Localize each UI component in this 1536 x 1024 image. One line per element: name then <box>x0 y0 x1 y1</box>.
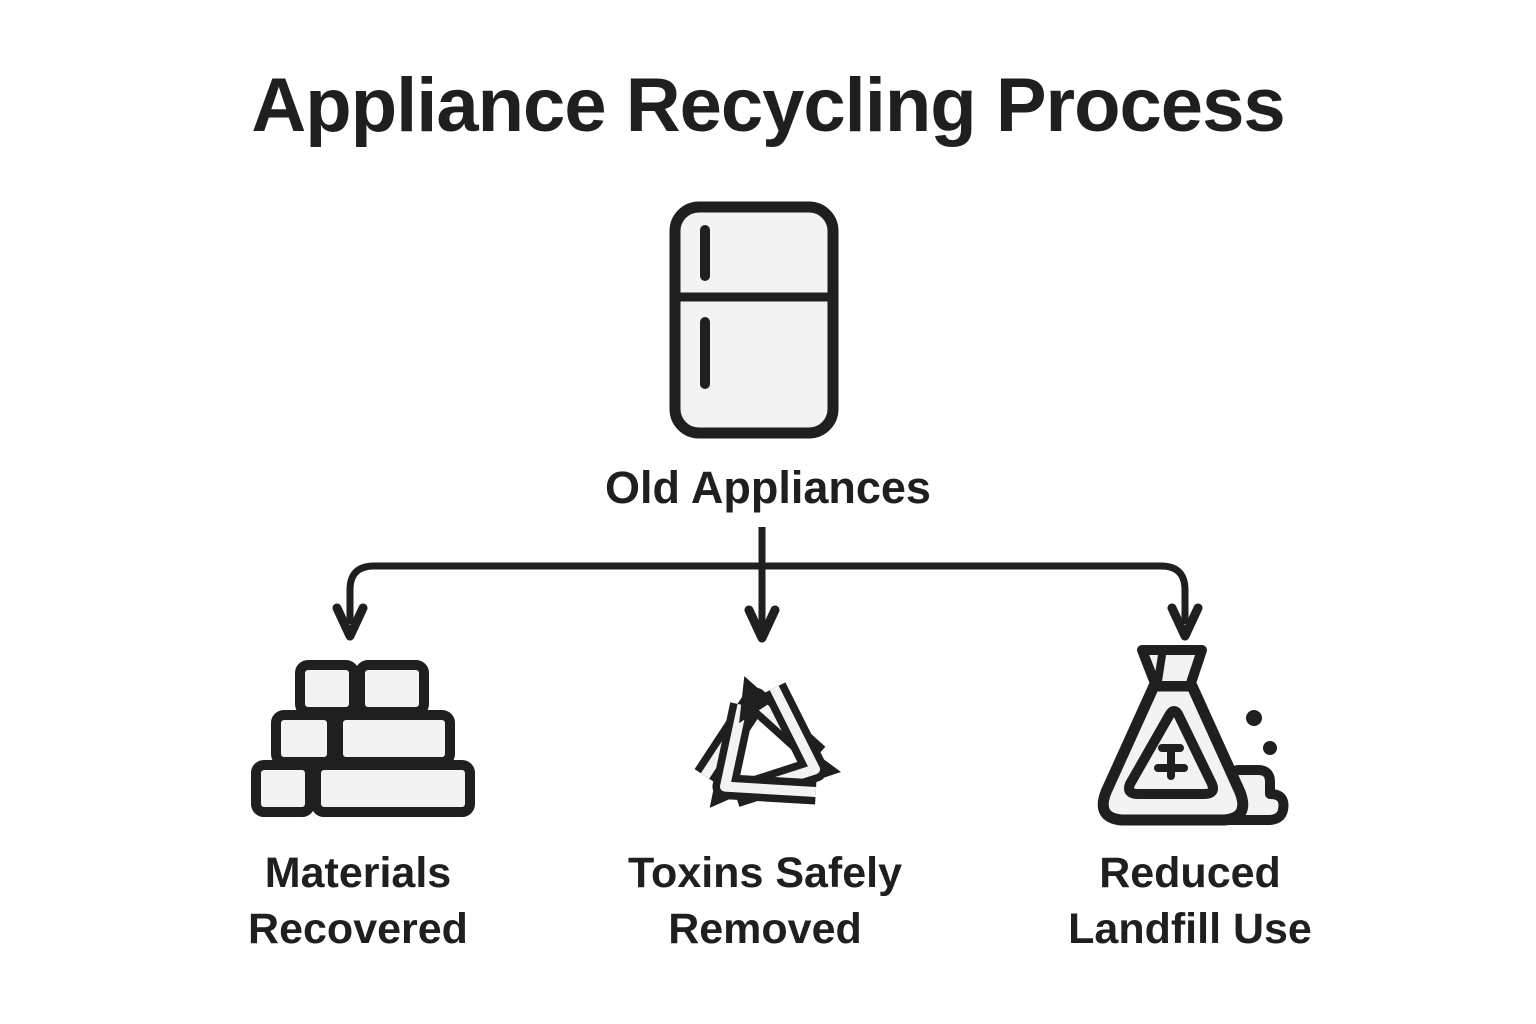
waste-bag-icon <box>1097 645 1289 826</box>
label-line: Recovered <box>248 904 468 953</box>
branch-label-reduced-landfill-use: Reduced Landfill Use <box>980 846 1400 958</box>
label-line: Toxins Safely <box>627 849 903 897</box>
bricks-icon <box>251 660 475 817</box>
arrow-down-icon <box>1167 603 1203 641</box>
label-line: Landfill Use <box>1068 904 1312 953</box>
page-title: Appliance Recycling Process <box>251 63 1285 148</box>
root-node-label: Old Appliances <box>605 462 931 513</box>
label-line: Reduced <box>1099 849 1281 897</box>
hazard-glyph-icon <box>1154 744 1188 780</box>
branch-label-materials-recovered: Materials Recovered <box>148 846 568 958</box>
branch-label-toxins-safely-removed: Toxins Safely Removed <box>555 846 975 958</box>
arrow-down-icon <box>332 603 368 641</box>
label-line: Removed <box>668 904 862 953</box>
refrigerator-icon <box>669 201 839 439</box>
arrow-down-icon <box>744 605 780 643</box>
recycle-icon <box>694 676 841 808</box>
label-line: Materials <box>264 849 452 897</box>
